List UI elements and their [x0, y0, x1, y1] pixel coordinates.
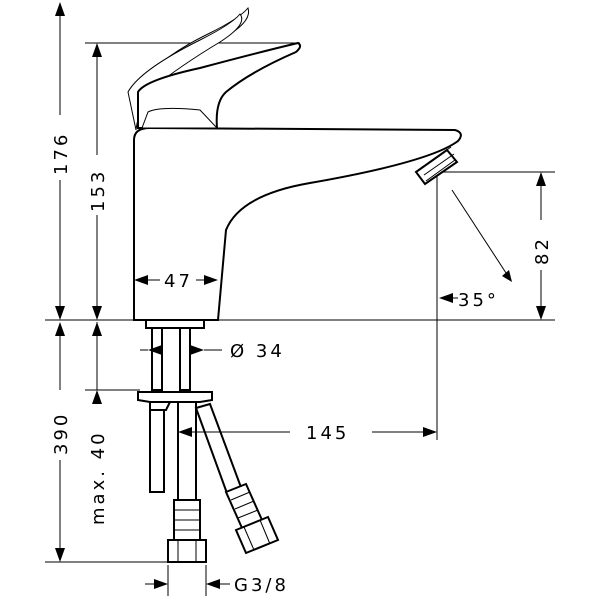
dimension-35-angle: 35° — [439, 189, 512, 311]
label-390: 390 — [51, 412, 72, 455]
dimension-82: 82 — [532, 172, 553, 320]
dimension-176: 176 — [51, 2, 72, 320]
label-max-40: max. 40 — [88, 430, 109, 525]
mounting-assembly — [137, 319, 213, 493]
label-diameter-34: Ø 34 — [230, 341, 285, 362]
dimension-max-40: max. 40 — [88, 322, 109, 525]
dimension-47: 47 — [134, 271, 218, 292]
extension-lines — [45, 42, 555, 440]
dimension-390: 390 — [45, 322, 170, 563]
dimension-145: 145 — [178, 423, 437, 444]
label-35-degrees: 35° — [458, 290, 499, 311]
label-176: 176 — [51, 132, 72, 175]
label-153: 153 — [88, 169, 109, 212]
supply-hoses — [167, 401, 280, 563]
label-47: 47 — [164, 271, 193, 292]
label-g38: G3/8 — [234, 575, 289, 596]
dimension-34-diameter: Ø 34 — [140, 341, 285, 362]
dimension-g38: G3/8 — [145, 565, 289, 596]
dimension-153: 153 — [88, 43, 109, 320]
lever-handle — [127, 6, 302, 131]
label-82: 82 — [532, 236, 553, 265]
label-145: 145 — [306, 423, 349, 444]
